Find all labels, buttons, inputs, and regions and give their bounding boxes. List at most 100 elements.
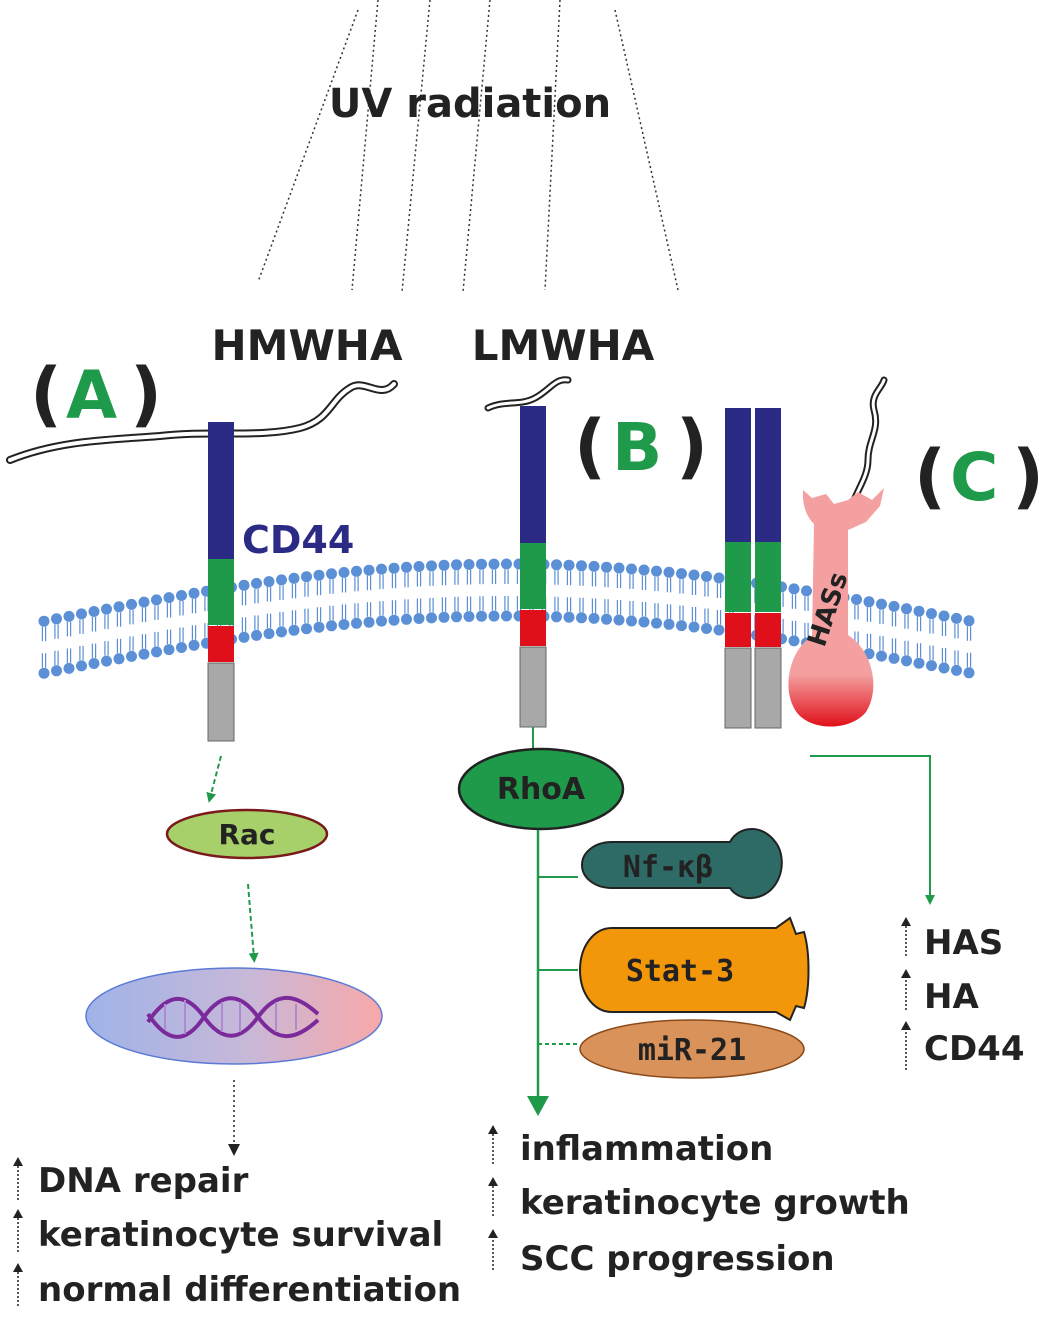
lipid-head: [551, 559, 562, 571]
nfkb-label: Nf-κβ: [623, 850, 713, 885]
up-arrow-icon: [901, 917, 911, 956]
lipid-head: [451, 559, 462, 571]
outcome-keratinocyte-growth: keratinocyte growth: [520, 1183, 910, 1223]
lipid-head: [51, 665, 62, 677]
outcome-a-2: keratinocyte survival: [13, 1209, 443, 1255]
lipid-head: [113, 601, 125, 613]
lmwha-label: LMWHA: [472, 321, 655, 370]
lipid-head: [288, 572, 300, 584]
outcome-scc-progression: SCC progression: [520, 1239, 835, 1279]
lipid-head: [626, 563, 637, 575]
lipid-head: [413, 613, 425, 624]
lipid-head: [476, 610, 487, 622]
lipid-head: [263, 576, 275, 588]
lipid-head: [313, 621, 325, 633]
lipid-head: [888, 652, 900, 664]
lipid-head: [476, 558, 487, 570]
panel-c-close-paren: ): [1012, 435, 1039, 517]
lipid-head: [688, 621, 700, 633]
lipid-head: [451, 611, 462, 623]
panel-label-b: ( B ): [574, 405, 708, 487]
lipid-head: [438, 559, 450, 571]
lipid-head: [651, 617, 662, 629]
lipid-head: [701, 623, 712, 634]
nfkb-node: Nf-κβ: [580, 828, 783, 900]
lipid-head: [638, 616, 650, 628]
cd44-label: CD44: [242, 518, 354, 562]
lipid-head: [463, 559, 475, 570]
outcome-c-2: HA: [901, 969, 979, 1017]
lipid-head: [951, 664, 962, 676]
lipid-head: [676, 620, 687, 632]
lipid-head: [138, 596, 150, 608]
arrow-cd44-to-rac: [206, 755, 222, 803]
lipid-head: [576, 560, 587, 572]
lipid-head: [851, 594, 862, 605]
lipid-head: [51, 613, 62, 625]
outcome-a-3: normal differentiation: [13, 1263, 461, 1310]
lipid-head: [113, 653, 125, 665]
panel-label-a: ( A ): [30, 353, 162, 435]
lipid-head: [426, 560, 437, 572]
outcomes-b: inflammation keratinocyte growth SCC pro…: [488, 1125, 910, 1279]
outcome-normal-differentiation: normal differentiation: [38, 1270, 461, 1310]
up-arrow-icon: [13, 1263, 23, 1306]
lipid-head: [401, 613, 412, 625]
up-arrow-icon: [901, 969, 911, 1010]
lipid-head: [101, 603, 112, 615]
up-arrow-icon: [488, 1125, 498, 1164]
lipid-head: [963, 667, 975, 679]
lipid-head: [326, 620, 337, 632]
lipid-head: [188, 587, 200, 599]
lipid-head: [713, 624, 725, 636]
pathway-a: Rac: [85, 755, 383, 1156]
lipid-head: [313, 569, 325, 581]
panel-b-close-paren: ): [676, 405, 708, 487]
lipid-head: [613, 614, 625, 626]
lipid-head: [126, 650, 137, 662]
lipid-head: [551, 611, 562, 623]
outcomes-a: DNA repair keratinocyte survival normal …: [13, 1157, 461, 1310]
lipid-head: [938, 610, 950, 622]
lipid-head: [288, 624, 300, 636]
dna-helix-icon: [146, 995, 320, 1039]
lipid-head: [151, 594, 162, 606]
panel-a-letter: A: [66, 357, 117, 434]
outcome-keratinocyte-survival: keratinocyte survival: [38, 1215, 443, 1255]
arrow-has-to-outcomes-c: [810, 755, 935, 905]
stat3-label: Stat-3: [626, 954, 734, 989]
lipid-head: [326, 568, 337, 580]
lipid-head: [601, 613, 612, 625]
outcome-inflammation: inflammation: [520, 1129, 773, 1169]
lipid-head: [576, 612, 587, 624]
lipid-head: [63, 610, 75, 622]
lipid-head: [238, 579, 250, 591]
lipid-head: [663, 618, 675, 630]
outcome-b-3: SCC progression: [488, 1229, 835, 1279]
lipid-head: [951, 612, 962, 624]
cd44-receptor-a: [207, 422, 235, 742]
lipid-head: [338, 567, 350, 578]
lipid-head: [301, 571, 312, 583]
lipid-head: [88, 606, 100, 617]
lipid-head: [38, 667, 50, 679]
lipid-head: [913, 657, 925, 669]
lipid-head: [376, 563, 387, 575]
lipid-head: [701, 571, 712, 582]
lmwha-strand: [484, 376, 572, 412]
lipid-head: [888, 600, 900, 612]
panel-b-letter: B: [612, 409, 662, 486]
nascent-ha-strand: [844, 376, 888, 524]
lipid-head: [351, 617, 362, 629]
lipid-head: [876, 650, 887, 662]
lipid-head: [788, 635, 800, 647]
up-arrow-icon: [13, 1157, 23, 1200]
cd44-receptor-c1: [724, 408, 752, 729]
lipid-head: [426, 612, 437, 624]
lipid-head: [138, 648, 150, 660]
uv-rays: [257, 0, 679, 293]
lipid-head: [963, 615, 975, 627]
lipid-head: [176, 590, 187, 601]
lipid-head: [151, 646, 162, 658]
